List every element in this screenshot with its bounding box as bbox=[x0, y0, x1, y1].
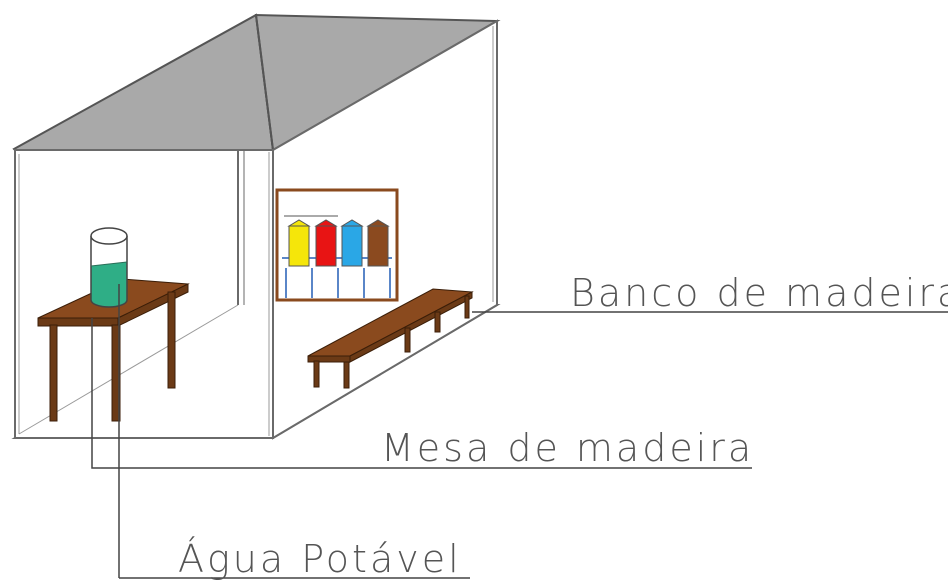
brown-bin bbox=[367, 225, 389, 267]
water-dispenser bbox=[90, 227, 128, 308]
water-label: Água Potável bbox=[178, 537, 462, 581]
wooden-bench bbox=[307, 288, 474, 389]
recycling-bins-board bbox=[275, 188, 399, 302]
roof bbox=[12, 13, 501, 152]
blue-bin bbox=[341, 225, 363, 267]
yellow-bin bbox=[288, 225, 310, 267]
bench-label: Banco de madeira bbox=[570, 271, 948, 315]
red-bin bbox=[315, 225, 337, 267]
table-label: Mesa de madeira bbox=[381, 426, 754, 470]
leader-lines bbox=[91, 284, 948, 579]
